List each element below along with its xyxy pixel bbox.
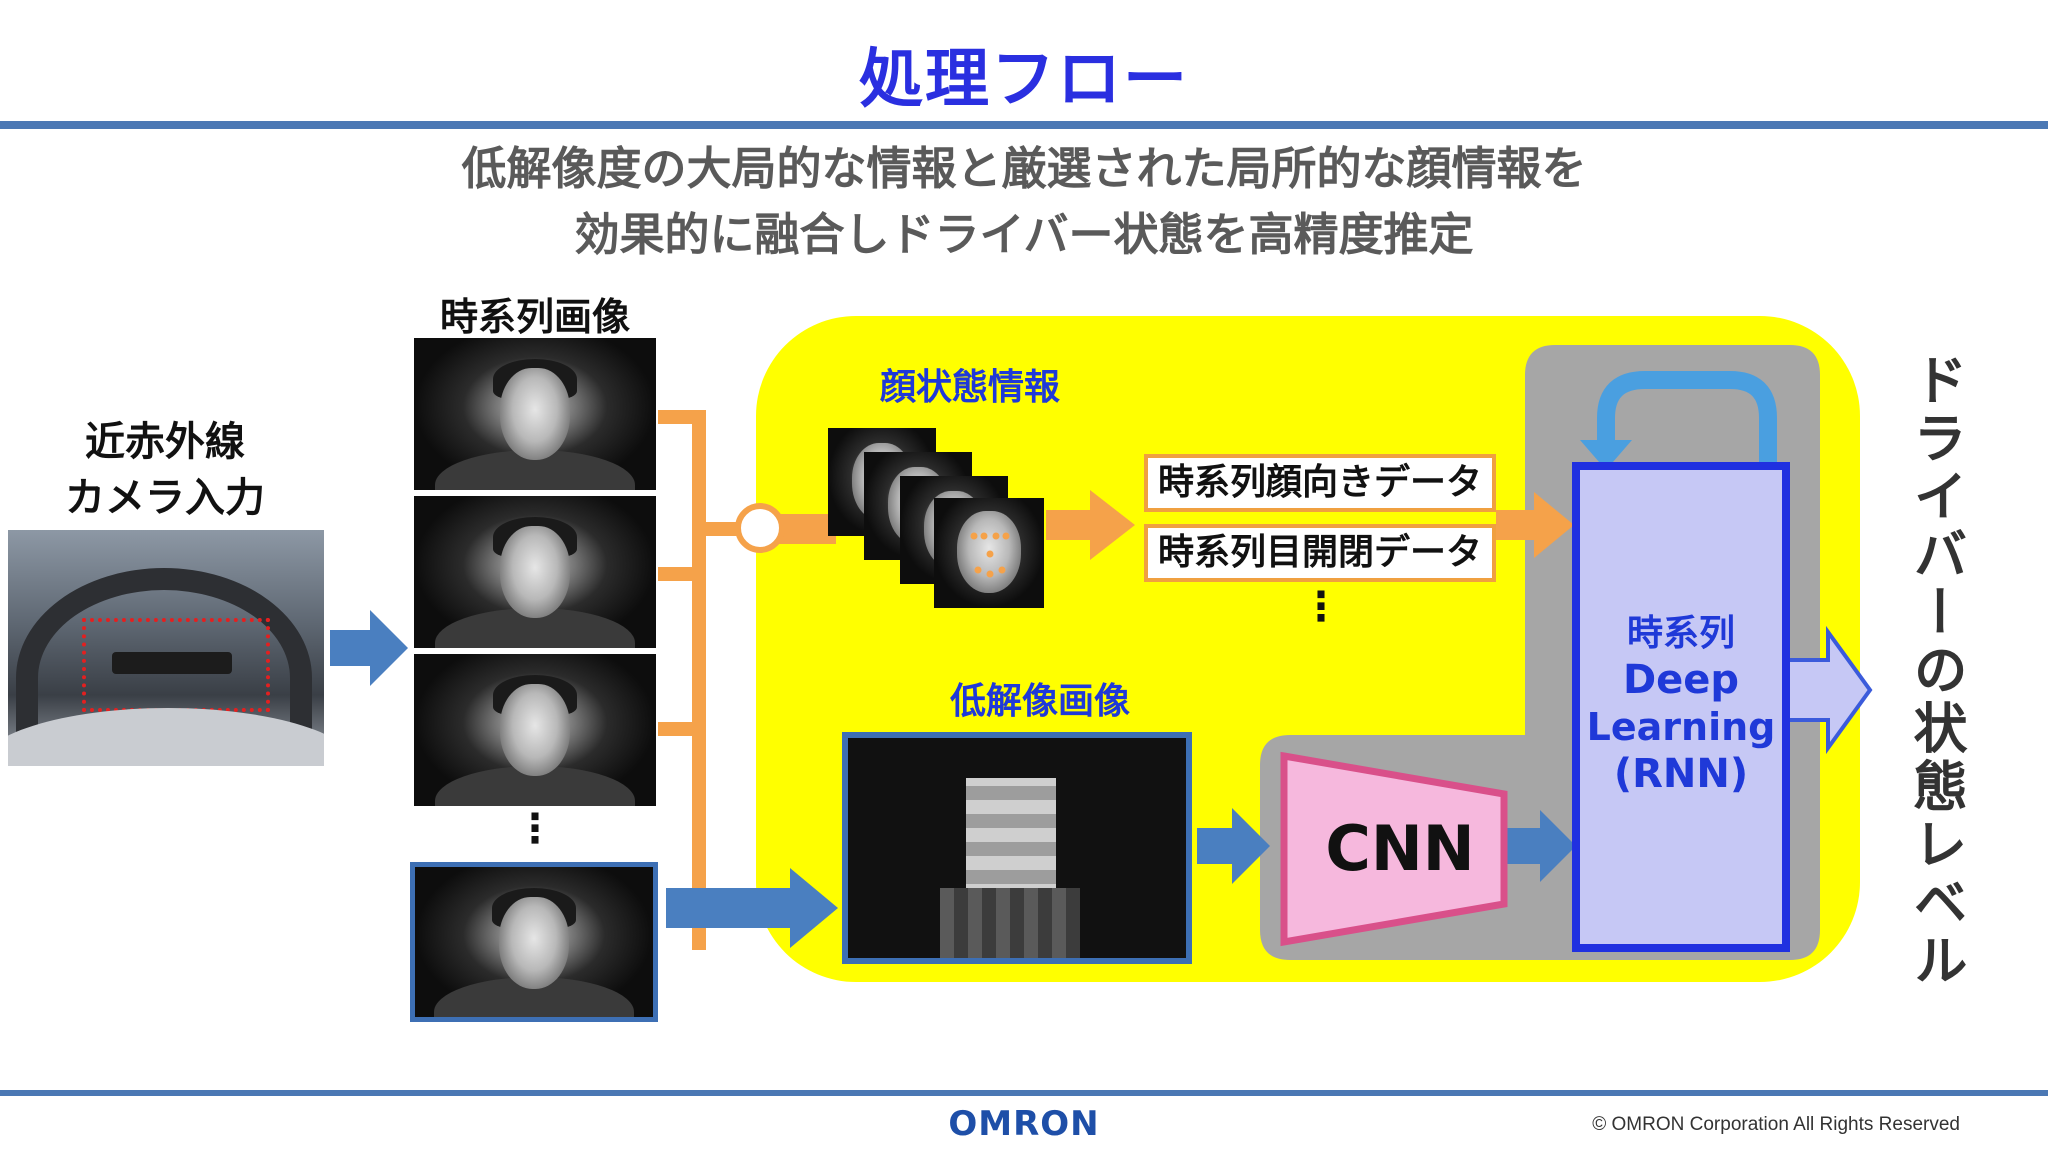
top-rule <box>0 121 2048 129</box>
arrow-tags-to-rnn <box>1496 492 1574 558</box>
camera-input-image <box>8 530 324 766</box>
face-crop-4 <box>934 498 1044 608</box>
omron-logo: OMRON <box>948 1104 1100 1144</box>
eye-open-tag: 時系列目開閉データ <box>1144 524 1496 582</box>
tags-ellipsis: ⋮ <box>1301 584 1341 630</box>
series-frame-1 <box>414 338 656 490</box>
output-state-label: ドライバーの状態レベル <box>1904 352 1967 990</box>
series-frame-latest <box>410 862 658 1022</box>
recurrent-loop-arrow <box>1597 371 1777 462</box>
subtitle-line-1: 低解像度の大局的な情報と厳選された局所的な顔情報を <box>461 142 1587 195</box>
arrow-cnn-to-rnn <box>1506 810 1576 882</box>
rnn-label: 時系列 Deep Learning (RNN) <box>1586 613 1776 797</box>
low-res-label: 低解像画像 <box>949 681 1130 722</box>
low-res-image <box>842 732 1192 964</box>
landmark-points <box>970 532 1010 578</box>
rnn-block <box>1572 462 1790 952</box>
cnn-label: CNN <box>1325 812 1475 885</box>
arrow-camera-to-series <box>330 610 408 686</box>
junction-circle <box>735 503 785 553</box>
arrow-rnn-output <box>1784 625 1873 755</box>
orange-connectors <box>658 410 836 950</box>
series-frame-2 <box>414 496 656 648</box>
cnn-block <box>1280 751 1508 947</box>
series-frame-3 <box>414 654 656 806</box>
copyright-text: © OMRON Corporation All Rights Reserved <box>1592 1114 1960 1135</box>
arrow-to-lowres <box>666 868 838 948</box>
series-ellipsis: ⋮ <box>515 806 555 852</box>
arrow-faces-to-tags <box>1046 490 1135 560</box>
subtitle-line-2: 効果的に融合しドライバー状態を高精度推定 <box>574 208 1474 261</box>
page-title: 処理フロー <box>859 43 1189 117</box>
bottom-rule <box>0 1090 2048 1096</box>
arrow-lowres-to-cnn <box>1197 808 1270 884</box>
face-state-label: 顔状態情報 <box>879 367 1060 408</box>
face-direction-tag: 時系列顔向きデータ <box>1144 454 1496 512</box>
camera-label: 近赤外線 カメラ入力 <box>65 419 265 521</box>
series-label: 時系列画像 <box>439 295 630 339</box>
